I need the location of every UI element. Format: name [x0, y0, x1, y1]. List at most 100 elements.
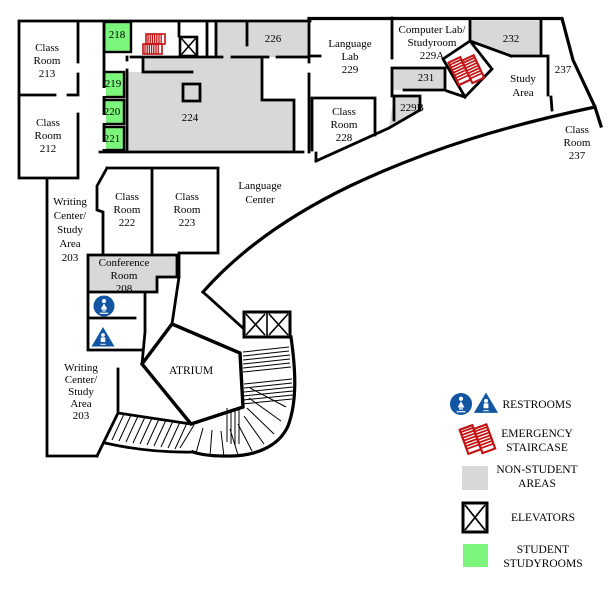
elevator-icon-atrium-pair — [242, 310, 292, 339]
classroom-213-label-line: 213 — [38, 67, 56, 80]
classroom-213-label-line: Class — [35, 41, 59, 54]
classroom-223-label-line: Room — [173, 203, 201, 216]
area-conference-208 — [88, 255, 177, 292]
room-229b-label: 229B — [400, 102, 424, 115]
studyroom-220-label-line: 220 — [103, 105, 121, 118]
legend-women-restroom-icon — [449, 392, 473, 416]
classroom-223-label-line: 223 — [178, 216, 196, 229]
writing-center-203-upper-label-line: 203 — [61, 252, 79, 264]
corridor-237-label-line: 237 — [554, 63, 572, 76]
area-224 — [128, 57, 294, 151]
legend-elevators-label-line: ELEVATORS — [510, 511, 576, 524]
legend-elevators-label: ELEVATORS — [511, 512, 575, 525]
room-232-label-line: 232 — [502, 32, 520, 45]
classroom-212-label-line: Class — [36, 116, 60, 129]
computer-lab-229a-label-line: 229A — [419, 49, 445, 62]
door-gaps — [101, 88, 106, 149]
writing-center-203-lower-label-line: Study — [68, 386, 94, 398]
legend-restrooms-label-line: RESTROOMS — [502, 398, 572, 411]
classroom-237-label-line: 237 — [568, 149, 586, 162]
studyroom-218-label-line: 218 — [108, 28, 126, 41]
elevator-icon-top — [178, 35, 199, 58]
stairs-fan — [179, 387, 287, 458]
language-lab-229-label-line: Lab — [341, 50, 359, 63]
women-restroom-icon — [93, 295, 115, 317]
writing-center-203-lower-label-line: Center/ — [64, 374, 98, 386]
legend-non-student-areas-label: NON-STUDENT AREAS — [496, 463, 577, 491]
area-226 — [217, 21, 309, 57]
computer-lab-229a-label-line: Studyroom — [407, 36, 457, 49]
writing-center-203-upper-label-line: Area — [59, 238, 81, 250]
classroom-237-label-line: Class — [565, 123, 589, 136]
legend-emergency-staircase-icon — [458, 419, 497, 459]
legend-emergency-staircase-label: EMERGENCY STAIRCASE — [501, 427, 573, 455]
walls-interior — [17, 16, 554, 458]
language-lab-229-label-line: Language — [328, 37, 372, 50]
room-226-label-line: 226 — [264, 32, 282, 45]
study-area-label-line: Study — [510, 73, 536, 85]
stair-hatching — [111, 346, 294, 458]
legend-emergency-staircase-label-line: EMERGENCY — [501, 428, 573, 440]
writing-center-203-lower-label-line: 203 — [72, 410, 90, 422]
classroom-223-label-line: Class — [175, 190, 199, 203]
classroom-212-label-line: Room — [34, 129, 62, 142]
classroom-222-label-line: 222 — [118, 216, 136, 229]
studyroom-219-label-line: 219 — [104, 77, 122, 90]
legend-non-student-swatch — [462, 466, 488, 490]
studyroom-221-label: 221 — [104, 133, 121, 146]
room-224-label: 224 — [182, 112, 199, 125]
walls-outer — [190, 16, 604, 458]
classroom-237-label-line: Room — [563, 136, 591, 149]
classroom-212-label-line: 212 — [39, 142, 57, 155]
studyroom-220-label: 220 — [104, 106, 121, 119]
legend-emergency-staircase-label-line: STAIRCASE — [506, 442, 568, 454]
stairs-left-flight — [111, 413, 188, 450]
conference-room-208-label-line: 208 — [115, 282, 133, 295]
classroom-213-label-line: Room — [33, 54, 61, 67]
atrium-label: ATRIUM — [169, 365, 213, 378]
classroom-228-label-line: 228 — [335, 131, 353, 144]
stairs-right-flight — [241, 346, 294, 405]
studyroom-219-label: 219 — [105, 78, 122, 91]
language-center-label-line: Language — [238, 180, 282, 192]
writing-center-203-upper-label-line: Writing — [53, 196, 87, 208]
men-restroom-icon — [91, 327, 115, 347]
legend-non-student-areas-label-line: NON-STUDENT — [496, 464, 578, 476]
corridor-237-label: 237 — [555, 64, 572, 77]
studyroom-221-label-line: 221 — [103, 132, 121, 145]
legend-student-studyroom-swatch — [463, 544, 488, 567]
room-231-label: 231 — [418, 72, 435, 85]
room-226-label: 226 — [265, 33, 282, 46]
room-229b-label-line: 229B — [400, 101, 424, 114]
studyroom-218-label: 218 — [109, 29, 126, 42]
room-224-label-line: 224 — [181, 111, 199, 124]
writing-center-203-lower-label-line: Area — [70, 398, 92, 410]
atrium-walls — [139, 321, 245, 426]
area-231 — [392, 68, 445, 90]
writing-center-203-upper-label-line: Study — [57, 224, 83, 236]
area-229b — [389, 96, 420, 127]
classroom-222-label-line: Class — [115, 190, 139, 203]
atrium-label-line: ATRIUM — [168, 364, 214, 377]
classroom-228-label-line: Class — [332, 105, 356, 118]
computer-lab-229a-label-line: Computer Lab/ — [398, 23, 466, 36]
non-student-areas — [88, 21, 541, 292]
legend-non-student-areas-label-line: AREAS — [518, 478, 556, 490]
legend-restrooms-label: RESTROOMS — [502, 399, 571, 412]
classroom-222-label-line: Room — [113, 203, 141, 216]
room-232-label: 232 — [503, 33, 520, 46]
